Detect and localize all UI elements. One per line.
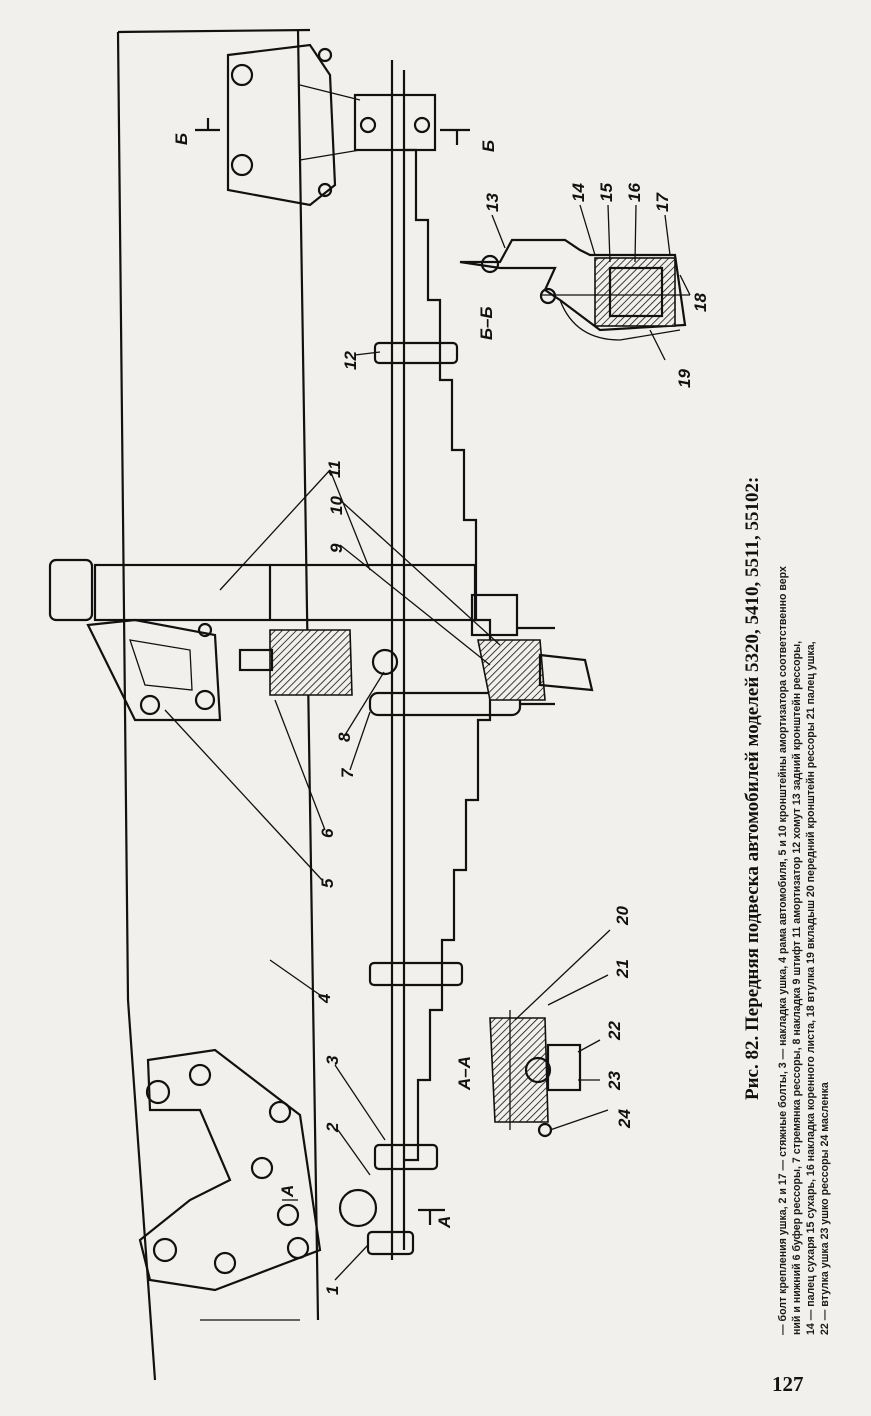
label-4: 4 (315, 993, 334, 1004)
label-16: 16 (625, 183, 644, 202)
spring-clamp-top (373, 341, 459, 365)
u-bolt (368, 648, 555, 717)
label-11: 11 (325, 460, 344, 478)
label-23: 23 (605, 1071, 624, 1091)
section-label-bb: Б–Б (477, 306, 496, 340)
label-8: 8 (335, 732, 354, 742)
label-10: 10 (327, 496, 346, 515)
mark-a-label-2: A (278, 1185, 297, 1198)
label-24: 24 (615, 1109, 634, 1129)
lower-shock-bracket (477, 639, 594, 701)
figure-caption: Рис. 82. Передняя подвеска автомобилей м… (742, 477, 831, 1335)
label-7: 7 (338, 767, 357, 778)
label-17: 17 (653, 192, 672, 212)
upper-shock-bracket (86, 618, 222, 722)
mark-b-label-1: Б (172, 133, 191, 145)
label-2: 2 (323, 1122, 342, 1133)
label-14: 14 (569, 183, 588, 202)
section-bb-detail (459, 238, 690, 341)
part-labels: 1 2 3 4 5 6 7 8 9 10 11 12 13 14 15 16 1… (172, 133, 710, 1295)
spring-eye (338, 1143, 439, 1256)
label-20: 20 (613, 906, 632, 926)
spring-buffer (238, 629, 353, 696)
leaf-spring (390, 60, 492, 1260)
section-label-aa: A–A (455, 1056, 474, 1091)
label-18: 18 (691, 293, 710, 312)
front-spring-bracket (138, 1048, 322, 1292)
label-19: 19 (675, 369, 694, 388)
section-aa-detail (489, 1010, 582, 1138)
mark-a-label-1: A (435, 1216, 454, 1229)
caption-line-2: ний и нижний 6 буфер рессоры, 7 стремянк… (791, 641, 803, 1335)
section-mark-b (195, 118, 470, 145)
label-15: 15 (597, 183, 616, 202)
vehicle-frame (116, 28, 320, 1381)
page-number: 127 (772, 1372, 804, 1396)
caption-line-4: 22 — втулка ушка 23 ушко рессоры 24 масл… (819, 1082, 831, 1335)
caption-line-1: — болт крепления ушка, 2 и 17 — стяжные … (777, 566, 789, 1335)
label-5: 5 (318, 878, 337, 888)
caption-line-3: 14 — палец сухаря 15 сухарь, 16 накладка… (805, 641, 817, 1335)
spring-clamp-bottom (368, 961, 464, 987)
label-21: 21 (613, 959, 632, 979)
label-13: 13 (483, 193, 502, 212)
caption-title: Рис. 82. Передняя подвеска автомобилей м… (742, 477, 763, 1100)
rear-spring-bracket (226, 43, 437, 207)
leader-lines (164, 204, 691, 1281)
label-6: 6 (318, 828, 337, 838)
label-22: 22 (605, 1021, 624, 1041)
mark-b-label-2: Б (479, 140, 498, 152)
label-9: 9 (327, 543, 346, 553)
label-3: 3 (323, 1055, 342, 1065)
label-1: 1 (323, 1286, 342, 1295)
label-12: 12 (341, 351, 360, 370)
section-mark-a (282, 1199, 445, 1225)
shock-absorber (48, 558, 555, 637)
